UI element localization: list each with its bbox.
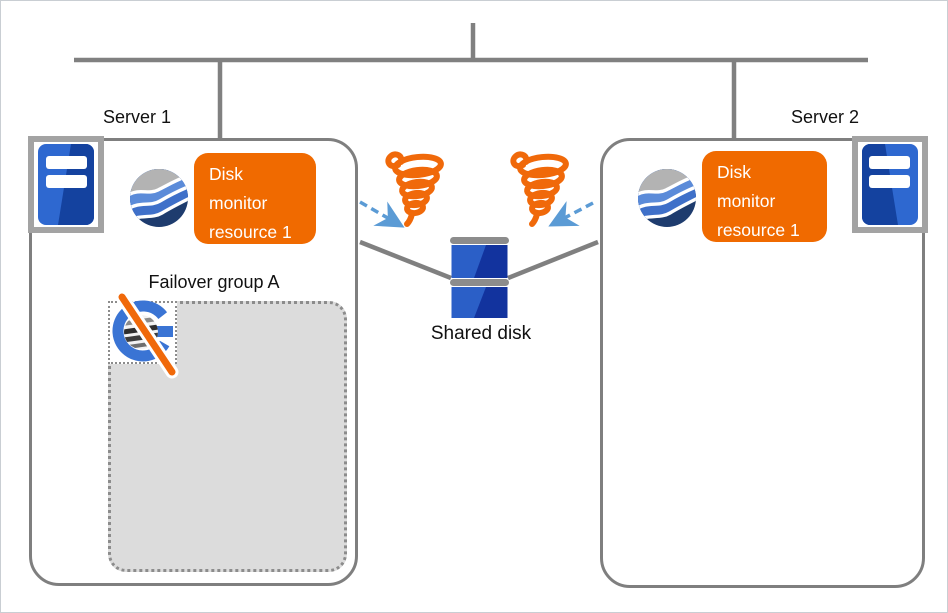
shared-disk-icon [450, 237, 509, 318]
failure-arrow-right-icon [548, 201, 594, 227]
server2-monitor-resource-box: Disk monitor resource 1 [702, 151, 827, 242]
prohibited-slash-icon [115, 290, 179, 379]
tornado-right-icon [510, 151, 569, 227]
server2-monitor-resource-label: Disk monitor resource 1 [717, 162, 800, 240]
server2-icon [852, 136, 928, 233]
server1-monitor-resource-box: Disk monitor resource 1 [194, 153, 316, 244]
server1-cluster-logo-icon [130, 169, 188, 227]
server2-cluster-logo-icon [638, 169, 696, 227]
server1-monitor-resource-label: Disk monitor resource 1 [209, 164, 292, 242]
server1-disk-connector [359, 239, 452, 281]
stopped-disk-resource-icon [112, 290, 179, 379]
server2-label: Server 2 [790, 107, 860, 127]
shared-disk-label: Shared disk [430, 323, 532, 344]
failure-arrow-left-icon [359, 200, 405, 228]
failover-group-label: Failover group A [148, 272, 280, 292]
tornado-left-icon [385, 151, 444, 227]
server1-icon [28, 136, 104, 233]
server2-disk-connector [507, 239, 599, 281]
server1-label: Server 1 [102, 107, 172, 127]
